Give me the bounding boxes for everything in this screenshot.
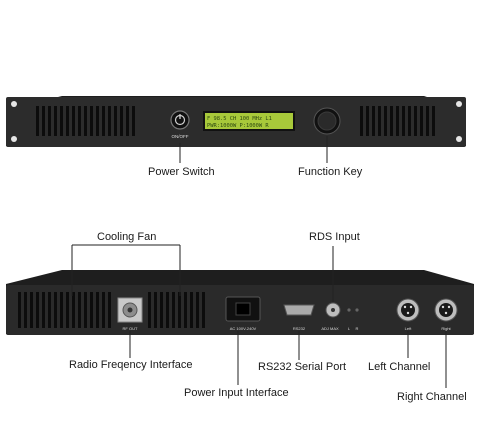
r-label: R: [356, 326, 359, 331]
rack-hole: [456, 136, 462, 142]
adj-mkx-label: ADJ MAX: [321, 326, 339, 331]
ac-label: AC 100V-240V: [230, 326, 257, 331]
rds-input-callout: RDS Input: [309, 231, 360, 243]
rs232-serial-port-callout: RS232 Serial Port: [258, 361, 347, 373]
lcd-line-1: F 98.5 CH 100 MHz L1: [207, 116, 272, 122]
power-input-interface-callout: Power Input Interface: [184, 387, 289, 399]
rack-hole: [11, 101, 17, 107]
rs232-port: [283, 304, 315, 316]
rf-out-connector: [117, 297, 143, 323]
front-right-vent: [360, 106, 435, 136]
function-key-callout: Function Key: [298, 166, 363, 178]
rack-hole: [456, 101, 462, 107]
power-switch-callout: Power Switch: [148, 166, 215, 178]
radio-frequency-interface-callout: Radio Freqency Interface: [69, 359, 193, 371]
front-left-vent: [36, 106, 135, 136]
rs232-label: RS232: [293, 326, 306, 331]
lcd-line-2: PWR:1000W P:1000W R: [207, 123, 269, 129]
rear-right-vent: [148, 292, 205, 328]
power-button[interactable]: [170, 110, 190, 130]
left-port-label: Left: [405, 326, 413, 331]
l-label: L: [348, 326, 351, 331]
left-channel-callout: Left Channel: [368, 361, 431, 373]
lcd-display: [205, 113, 293, 129]
right-channel-callout: Right Channel: [397, 391, 467, 403]
power-button-caption: ON/OFF: [172, 134, 189, 139]
cooling-fan-callout: Cooling Fan: [97, 231, 157, 243]
front-panel: ON/OFF F 98.5 CH 100 MHz L1 PWR:1000W P:…: [6, 96, 466, 163]
rack-hole: [11, 136, 17, 142]
rf-out-label: RF OUT: [123, 326, 138, 331]
right-port-label: Right: [441, 326, 451, 331]
rear-left-vent: [18, 292, 111, 328]
rear-panel: RF OUT AC 100V-240V RS232 ADJ MAX L R Le…: [6, 244, 474, 388]
